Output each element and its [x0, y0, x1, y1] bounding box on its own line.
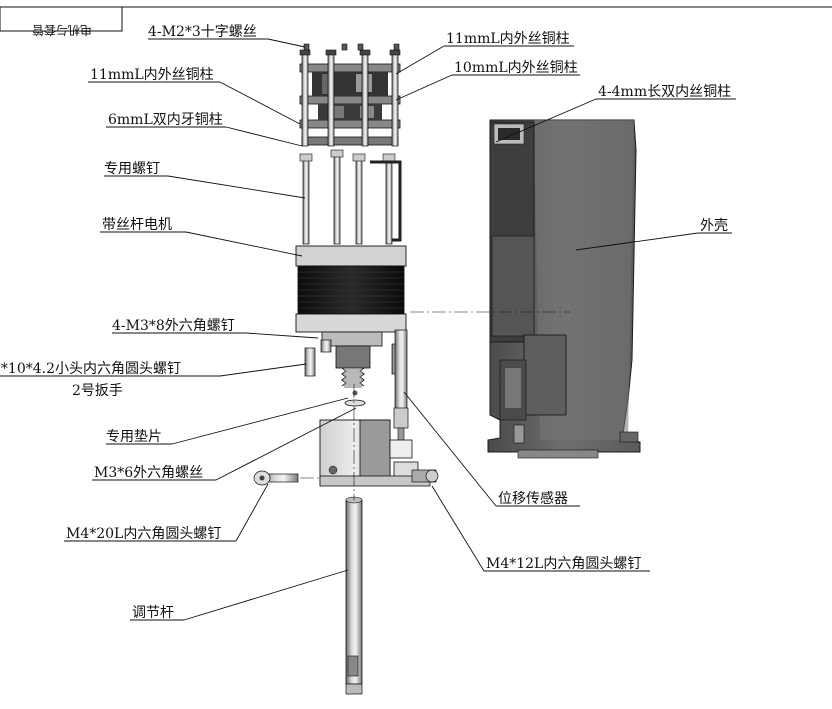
label-copper-10-right: 10mmL内外丝铜柱	[454, 60, 578, 76]
leader-lines	[0, 38, 736, 621]
callout-labels: 4-M2*3十字螺丝 11mmL内外丝铜柱 10mmL内外丝铜柱 11mmL内外…	[0, 24, 731, 621]
label-m4-12: M4*12L内六角圆头螺钉	[486, 556, 641, 572]
label-m2-screw: 4-M2*3十字螺丝	[148, 24, 257, 40]
shell-housing	[487, 119, 641, 459]
stepper-motor	[295, 245, 407, 388]
label-motor: 带丝杆电机	[102, 217, 172, 233]
m2-screws	[303, 43, 400, 51]
m4-20-screw	[253, 470, 299, 486]
title-box: 电机与套管	[0, 6, 123, 38]
label-rod: 调节杆	[132, 605, 174, 621]
special-screws	[299, 149, 402, 245]
hex-nut-small	[352, 390, 358, 396]
label-special-screw: 专用螺钉	[104, 161, 160, 177]
label-m3-hex-nut: M3*6外六角螺丝	[94, 465, 203, 481]
displacement-sensor	[393, 329, 409, 443]
washer	[344, 399, 366, 407]
clamp-block	[319, 419, 439, 487]
label-m3-hex-screw: 4-M3*8外六角螺钉	[112, 318, 235, 334]
adjusting-rod	[345, 496, 363, 695]
label-shell: 外壳	[700, 217, 728, 234]
title-box-text: 电机与套管	[32, 23, 92, 38]
label-wrench: 2号扳手	[72, 383, 123, 399]
label-washer: 专用垫片	[106, 429, 162, 445]
label-cap-screw: 3*10*4.2小头内六角圆头螺钉	[0, 361, 181, 377]
label-copper-4: 4-4mm长双内丝铜柱	[598, 84, 731, 100]
label-m4-20: M4*20L内六角圆头螺钉	[66, 526, 221, 542]
center-lines	[300, 311, 570, 500]
label-copper-11-left: 11mmL内外丝铜柱	[90, 67, 214, 83]
label-sensor: 位移传感器	[498, 490, 568, 507]
label-copper-6: 6mmL双内牙铜柱	[108, 112, 223, 128]
label-copper-11-right: 11mmL内外丝铜柱	[446, 31, 570, 47]
pcb-stack	[299, 49, 401, 147]
